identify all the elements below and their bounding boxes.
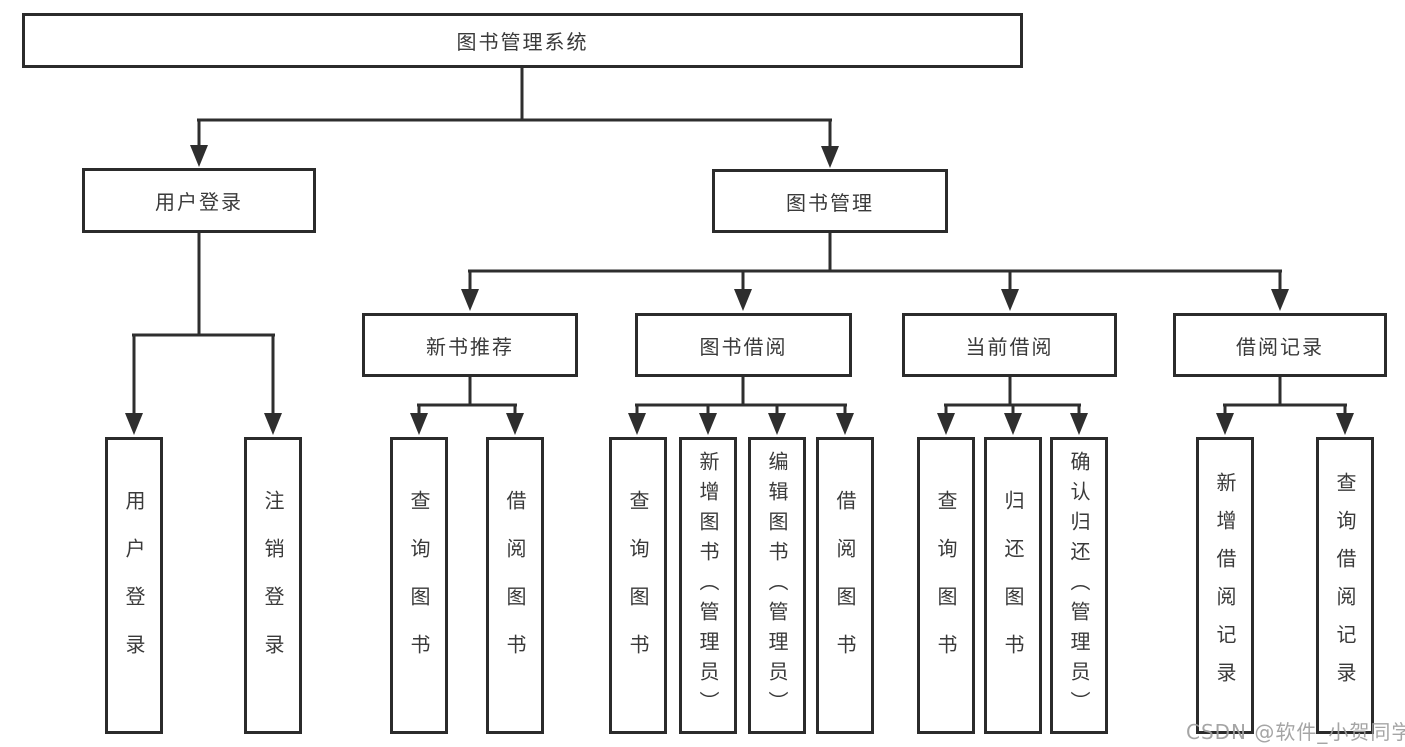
node-leaf-add-borrow-record-label: 新增借阅记录 xyxy=(1213,471,1237,700)
node-leaf-confirm-return-admin: 确认归还（管理员） xyxy=(1050,437,1108,734)
node-leaf-user-login-label: 用户登录 xyxy=(122,489,146,682)
node-leaf-query-borrow-record: 查询借阅记录 xyxy=(1316,437,1374,734)
node-borrowing-records-label: 借阅记录 xyxy=(1236,334,1324,359)
node-book-management: 图书管理 xyxy=(712,169,948,233)
node-leaf-add-book-admin-label: 新增图书（管理员） xyxy=(696,450,720,721)
node-user-login-label: 用户登录 xyxy=(155,190,243,214)
node-leaf-add-book-admin: 新增图书（管理员） xyxy=(679,437,737,734)
node-leaf-borrow-books-1-label: 借阅图书 xyxy=(503,489,527,682)
connector-current-to-leaves xyxy=(937,377,1088,435)
node-leaf-query-books-3-label: 查询图书 xyxy=(934,489,958,682)
node-leaf-edit-book-admin: 编辑图书（管理员） xyxy=(748,437,806,734)
connector-root-to-level2 xyxy=(190,68,839,168)
node-leaf-user-login: 用户登录 xyxy=(105,437,163,734)
node-library-system-label: 图书管理系统 xyxy=(456,30,589,54)
node-current-borrowing-label: 当前借阅 xyxy=(965,334,1054,359)
node-leaf-query-books-3: 查询图书 xyxy=(917,437,975,734)
node-leaf-edit-book-admin-label: 编辑图书（管理员） xyxy=(765,450,789,721)
node-leaf-logout-label: 注销登录 xyxy=(261,489,285,682)
node-leaf-borrow-books-1: 借阅图书 xyxy=(486,437,544,734)
node-new-book-recommend-label: 新书推荐 xyxy=(426,334,514,359)
node-leaf-logout: 注销登录 xyxy=(244,437,302,734)
node-leaf-borrow-books-2-label: 借阅图书 xyxy=(833,489,857,682)
node-leaf-borrow-books-2: 借阅图书 xyxy=(816,437,874,734)
node-book-borrowing-label: 图书借阅 xyxy=(699,334,788,359)
node-library-system: 图书管理系统 xyxy=(22,13,1023,68)
node-new-book-recommend: 新书推荐 xyxy=(362,313,578,377)
connector-newbook-to-leaves xyxy=(410,377,524,435)
node-book-borrowing: 图书借阅 xyxy=(635,313,852,377)
node-leaf-confirm-return-admin-label: 确认归还（管理员） xyxy=(1067,450,1091,721)
node-borrowing-records: 借阅记录 xyxy=(1173,313,1387,377)
node-leaf-return-book-label: 归还图书 xyxy=(1001,489,1025,682)
connector-borrow-to-leaves xyxy=(628,377,854,435)
node-leaf-query-books-1-label: 查询图书 xyxy=(407,489,431,682)
connector-records-to-leaves xyxy=(1216,377,1354,435)
node-leaf-query-books-2: 查询图书 xyxy=(609,437,667,734)
node-user-login: 用户登录 xyxy=(82,168,316,233)
node-leaf-return-book: 归还图书 xyxy=(984,437,1042,734)
node-leaf-query-books-1: 查询图书 xyxy=(390,437,448,734)
node-current-borrowing: 当前借阅 xyxy=(902,313,1117,377)
node-leaf-query-books-2-label: 查询图书 xyxy=(626,489,650,682)
node-leaf-add-borrow-record: 新增借阅记录 xyxy=(1196,437,1254,734)
connector-bookmgmt-to-level3 xyxy=(461,233,1289,311)
watermark: CSDN @软件_小贺同学 xyxy=(1186,720,1405,744)
node-book-management-label: 图书管理 xyxy=(786,190,874,215)
connector-userlogin-to-leaves xyxy=(125,233,282,435)
node-leaf-query-borrow-record-label: 查询借阅记录 xyxy=(1333,471,1357,700)
